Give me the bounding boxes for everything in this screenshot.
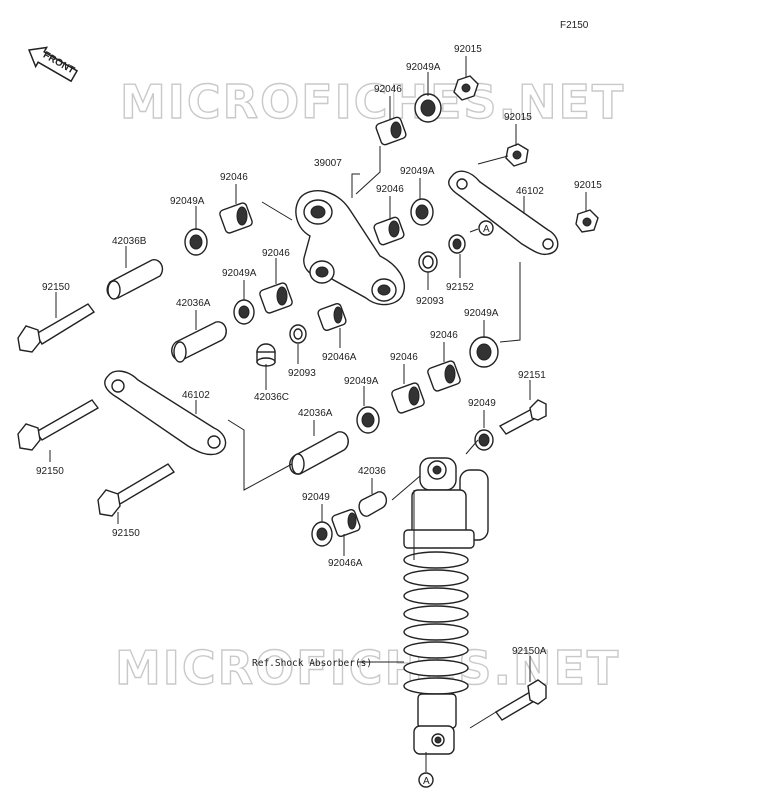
- link-46102-top: [448, 170, 559, 256]
- label-92046-left: 92046: [220, 172, 248, 183]
- bolt-92150A: [494, 679, 547, 721]
- washer-92049A-left: [184, 228, 208, 256]
- label-92015-top: 92015: [454, 44, 482, 55]
- collar-42036A-a: [171, 321, 227, 363]
- label-92152: 92152: [446, 282, 474, 293]
- front-arrow-icon: [27, 46, 79, 83]
- label-92049A-c: 92049A: [222, 268, 257, 279]
- rocker-arm-39007: [295, 190, 405, 306]
- bearing-92046-d: [391, 382, 425, 414]
- label-46102-top: 46102: [516, 186, 544, 197]
- label-92049A-top: 92049A: [406, 62, 441, 73]
- washer-92049A-mid: [410, 198, 434, 226]
- washer-92049-l: [311, 521, 333, 547]
- label-92046A-b: 92046A: [328, 558, 363, 569]
- washer-92049A-r: [469, 336, 499, 368]
- collar-42036A-b: [289, 431, 349, 475]
- washer-92049A-c: [233, 299, 255, 325]
- label-42036A-b: 42036A: [298, 408, 333, 419]
- seal-92093-a: [418, 251, 438, 273]
- label-92150-c: 92150: [112, 528, 140, 539]
- label-92049A-d: 92049A: [344, 376, 379, 387]
- seal-92093-b: [289, 324, 307, 344]
- collar-42036B: [106, 259, 164, 300]
- label-92046-e: 92046: [430, 330, 458, 341]
- ref-shock-note: Ref.Shock Absorber(s): [252, 658, 372, 669]
- washer-92049-r: [474, 429, 494, 451]
- figure-code: F2150: [560, 20, 589, 31]
- label-92150-b: 92150: [36, 466, 64, 477]
- label-92151: 92151: [518, 370, 546, 381]
- svg-text:A: A: [423, 776, 430, 787]
- bearing-92046A-a: [317, 302, 347, 332]
- marker-a-top: A: [478, 220, 494, 236]
- label-92049A-r: 92049A: [464, 308, 499, 319]
- label-92150-a: 92150: [42, 282, 70, 293]
- bearing-92046A-b: [331, 508, 361, 538]
- label-92049-l: 92049: [302, 492, 330, 503]
- marker-a-bottom: A: [418, 772, 434, 788]
- label-92046A-a: 92046A: [322, 352, 357, 363]
- label-39007: 39007: [314, 158, 342, 169]
- svg-text:A: A: [483, 224, 490, 235]
- bearing-92046-e: [427, 360, 461, 392]
- nut-92015-mid: [505, 143, 529, 167]
- label-92049-r: 92049: [468, 398, 496, 409]
- label-46102-bottom: 46102: [182, 390, 210, 401]
- label-92150A: 92150A: [512, 646, 547, 657]
- collar-42036C: [256, 343, 276, 367]
- nut-92015-top: [453, 75, 479, 101]
- label-42036: 42036: [358, 466, 386, 477]
- label-92015-mid: 92015: [504, 112, 532, 123]
- label-92093-b: 92093: [288, 368, 316, 379]
- label-42036A-a: 42036A: [176, 298, 211, 309]
- bearing-92046-c: [259, 282, 293, 314]
- washer-92049A-d: [356, 406, 380, 434]
- bolt-92151: [498, 399, 547, 435]
- label-92046-c: 92046: [262, 248, 290, 259]
- shock-absorber: [403, 457, 489, 755]
- label-92046-d: 92046: [390, 352, 418, 363]
- label-92015-right: 92015: [574, 180, 602, 191]
- bolt-92150-a: [17, 303, 96, 353]
- leader-lines: [49, 56, 587, 772]
- washer-92152: [448, 234, 466, 254]
- label-42036C: 42036C: [254, 392, 289, 403]
- spring-coils: [403, 551, 469, 695]
- bolt-92150-c: [97, 463, 176, 517]
- collar-42036: [358, 491, 388, 517]
- watermark-top: MICROFICHES.NET: [120, 75, 625, 129]
- label-42036B: 42036B: [112, 236, 147, 247]
- label-92093-a: 92093: [416, 296, 444, 307]
- label-92049A-left: 92049A: [170, 196, 205, 207]
- bolt-92150-b: [17, 399, 100, 451]
- label-92046-top: 92046: [374, 84, 402, 95]
- link-46102-bottom: [104, 370, 227, 456]
- bearing-92046-left: [219, 202, 253, 234]
- label-92046-mid: 92046: [376, 184, 404, 195]
- washer-92049A-top: [414, 93, 442, 123]
- bearing-92046-mid: [373, 216, 405, 246]
- bearing-92046-top: [375, 116, 407, 146]
- label-92049A-mid: 92049A: [400, 166, 435, 177]
- nut-92015-right: [575, 209, 599, 233]
